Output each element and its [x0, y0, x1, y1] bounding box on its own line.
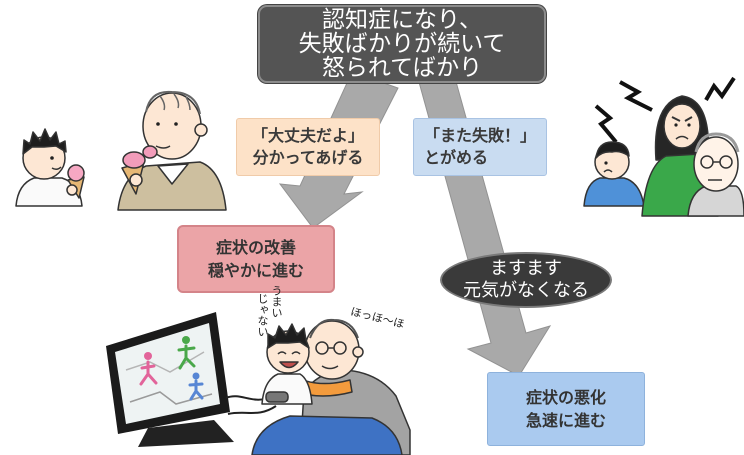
blame-response-box: 「また失敗！」 とがめる	[413, 118, 547, 176]
child-mouth	[51, 166, 62, 171]
grandfather-hair	[145, 90, 201, 115]
controller-cable	[225, 395, 269, 401]
playing-grandfather-mouth	[321, 365, 339, 370]
scolded-child-shirt	[583, 177, 645, 207]
grandfather-with-glasses-illustration	[687, 132, 744, 217]
cause-line: 認知症になり、	[321, 7, 483, 33]
game-character-pink	[139, 352, 158, 386]
child-hand	[66, 184, 78, 196]
cause-line: 怒られてばかり	[321, 55, 483, 81]
blame-line: 「また失敗！」	[424, 126, 537, 145]
worsen-line: 急速に進む	[525, 411, 606, 430]
accept-line: 分かってあげる	[252, 148, 364, 167]
game-character-blue	[188, 372, 204, 401]
worsen-line: 症状の悪化	[525, 388, 606, 407]
child-eating-ice-cream-illustration	[15, 128, 85, 207]
game-character-blue-head	[192, 372, 200, 380]
tv-stand	[138, 420, 234, 447]
ice-cream-scoop-small	[67, 164, 85, 182]
scolded-child-hair	[595, 141, 630, 159]
grandchild-speech: じゃない	[256, 293, 269, 337]
cause-line: 失敗ばかりが続いて	[298, 31, 506, 57]
anger-lightning-marks	[594, 76, 736, 144]
game-character-blue-body	[188, 379, 204, 401]
grandfather-collar	[157, 163, 189, 185]
grandfather-ear	[194, 123, 208, 137]
video-game-tv-illustration	[106, 312, 277, 447]
ice-cream-scoop-bite	[142, 145, 158, 159]
lightning-bolt-icon	[704, 76, 736, 101]
grandchild-eyes	[277, 351, 301, 355]
grandchild-speech: うまい	[270, 285, 283, 318]
decline-oval: ますます 元気がなくなる	[440, 252, 612, 308]
grandfather-eye-left	[156, 122, 160, 126]
decline-line: 元気がなくなる	[463, 280, 589, 301]
child-eye	[50, 156, 54, 160]
game-character-green	[177, 336, 196, 370]
lightning-bolt-icon	[619, 80, 653, 112]
playing-grandfather-hair	[309, 318, 359, 339]
child-shirt	[15, 177, 83, 207]
controller-cable	[227, 405, 277, 415]
grandfather-mouth	[155, 145, 171, 149]
accept-response-box: 「大丈夫だよ」 分かってあげる	[236, 118, 380, 176]
scolded-child-eye	[604, 161, 608, 165]
game-track-line	[125, 351, 205, 373]
game-controller-icon	[265, 391, 289, 403]
mother-eyebrows	[671, 116, 693, 122]
grandchild-mouth	[279, 361, 299, 369]
mother-mouth	[675, 135, 689, 140]
grandfather-playing-game-illustration	[251, 318, 411, 455]
grandfather-hair-strands	[159, 93, 191, 111]
grandfather-jacket	[117, 161, 227, 211]
grandchild-hair	[267, 323, 310, 349]
game-character-green-head	[182, 336, 190, 344]
playing-grandfather-ear	[352, 346, 364, 358]
blue-blanket	[251, 415, 403, 455]
decline-line: ますます	[490, 258, 562, 279]
glasses-grandfather-head	[693, 136, 739, 192]
improve-line: 穏やかに進む	[207, 261, 304, 280]
grandfather-eye-right	[174, 122, 178, 126]
mother-eye-left	[674, 123, 678, 127]
cause-box: 認知症になり、 失敗ばかりが続いて 怒られてばかり	[258, 5, 546, 83]
game-character-pink-head	[144, 352, 152, 360]
game-character-pink-body	[139, 360, 158, 386]
glasses-grandfather-hair	[694, 132, 740, 153]
accept-line: 「大丈夫だよ」	[251, 126, 364, 145]
mother-face	[663, 103, 701, 149]
grandfather-hand	[129, 173, 143, 187]
lightning-bolt-icon	[594, 104, 618, 144]
scolded-child-mouth	[603, 169, 613, 173]
grandchild-playing-game-illustration	[261, 323, 313, 405]
ice-cream-scoop-large	[122, 151, 146, 169]
scolded-child-illustration	[583, 141, 645, 207]
game-character-green-body	[177, 344, 196, 370]
child-hair	[22, 128, 67, 155]
worsening-result-box: 症状の悪化 急速に進む	[487, 372, 645, 446]
game-ground-line	[129, 391, 213, 405]
mother-eye-right	[687, 123, 691, 127]
improvement-result-box: 症状の改善 穏やかに進む	[177, 225, 335, 293]
improve-line: 症状の改善	[215, 238, 296, 257]
grandfather-eating-ice-cream-illustration	[117, 90, 227, 211]
blame-line: とがめる	[424, 148, 489, 167]
